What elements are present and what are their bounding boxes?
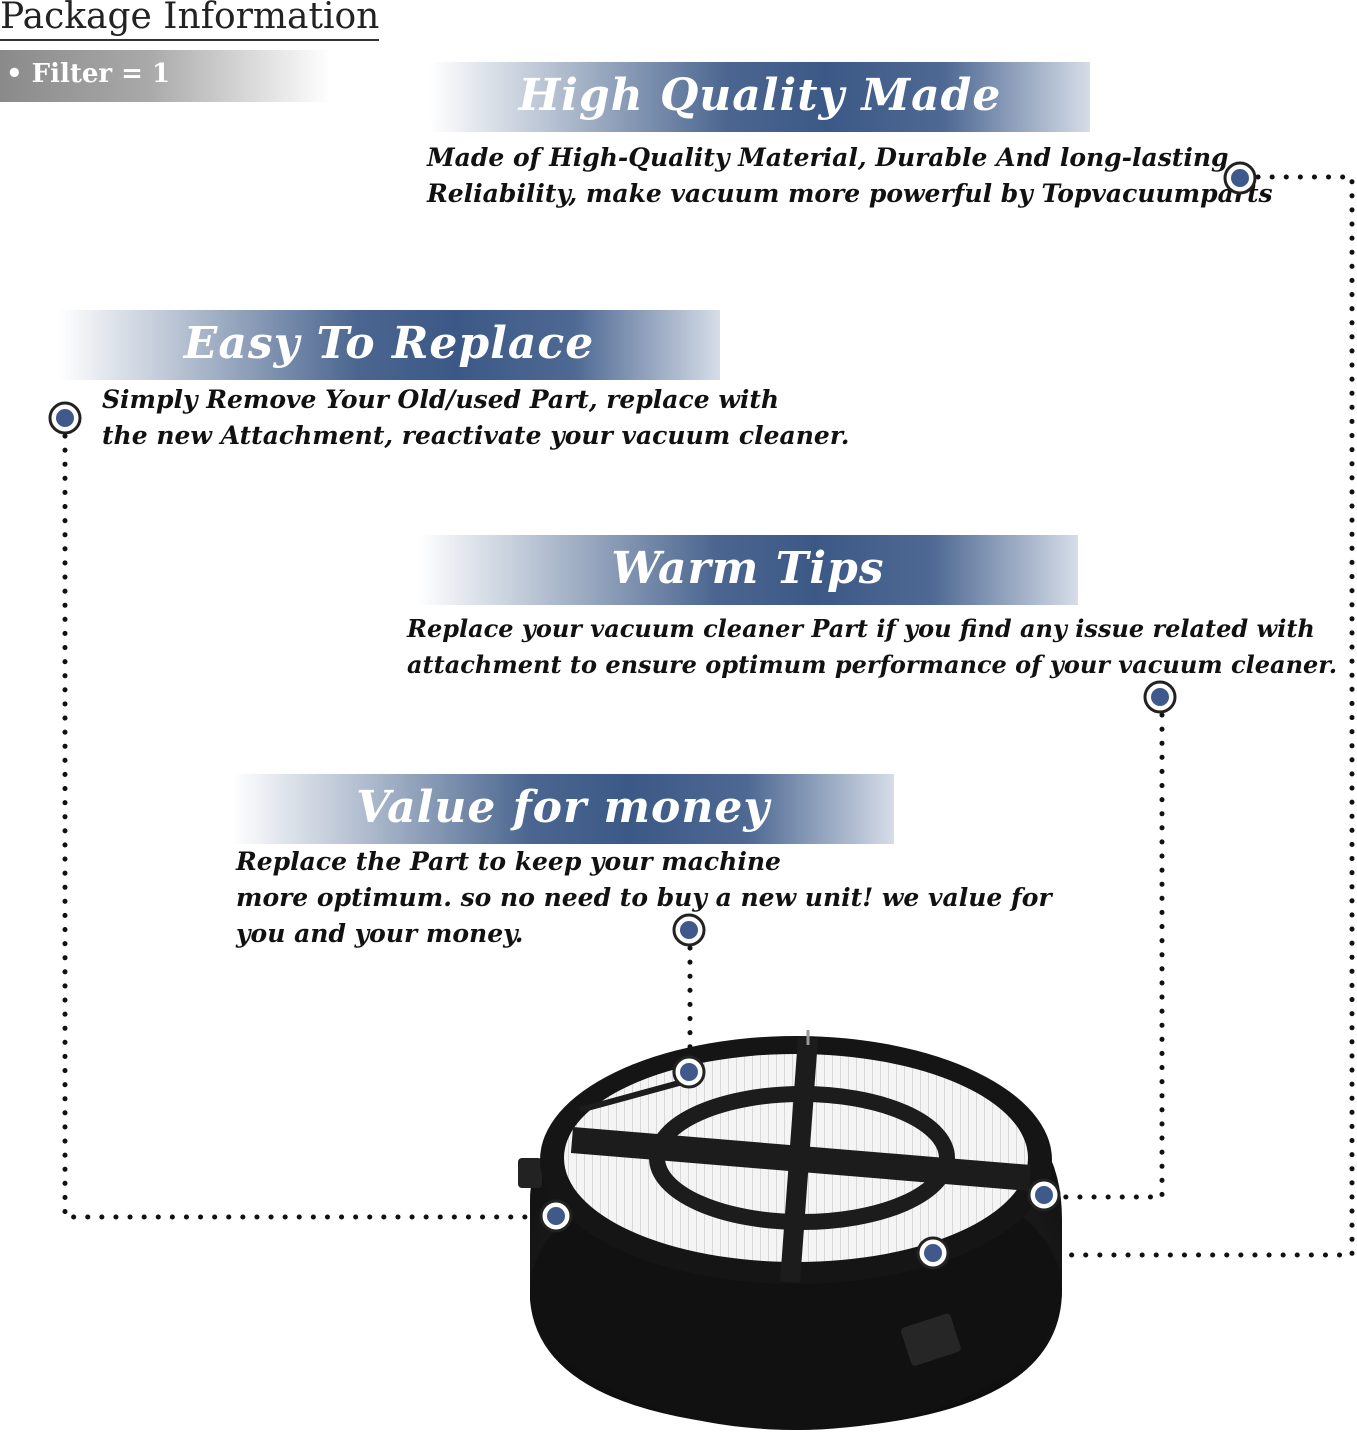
desc-line: Simply Remove Your Old/used Part, replac… xyxy=(102,385,780,414)
desc-value-money: Replace the Part to keep your machine mo… xyxy=(236,844,1052,952)
marker-dot-icon xyxy=(48,161,1257,1270)
desc-line: Replace the Part to keep your machine xyxy=(236,847,781,876)
banner-warm-tips: Warm Tips xyxy=(418,535,1078,605)
desc-easy-replace: Simply Remove Your Old/used Part, replac… xyxy=(102,382,849,454)
desc-line: more optimum. so no need to buy a new un… xyxy=(236,883,1052,912)
desc-line: attachment to ensure optimum performance… xyxy=(407,650,1338,679)
banner-easy-replace: Easy To Replace xyxy=(58,310,720,380)
desc-line: Replace your vacuum cleaner Part if you … xyxy=(407,614,1315,643)
desc-warm-tips: Replace your vacuum cleaner Part if you … xyxy=(407,611,1337,683)
desc-line: Made of High-Quality Material, Durable A… xyxy=(427,143,1229,172)
filter-product-image xyxy=(518,1030,1062,1430)
desc-line: Reliability, make vacuum more powerful b… xyxy=(427,179,1273,208)
package-item-badge: • Filter = 1 xyxy=(0,50,330,102)
banner-value-money: Value for money xyxy=(232,774,894,844)
banner-high-quality: High Quality Made xyxy=(430,62,1090,132)
package-title: Package Information xyxy=(0,0,380,41)
connector-lines xyxy=(62,174,1355,1258)
desc-line: the new Attachment, reactivate your vacu… xyxy=(102,421,850,450)
desc-line: you and your money. xyxy=(236,919,524,948)
desc-high-quality: Made of High-Quality Material, Durable A… xyxy=(427,140,1273,212)
